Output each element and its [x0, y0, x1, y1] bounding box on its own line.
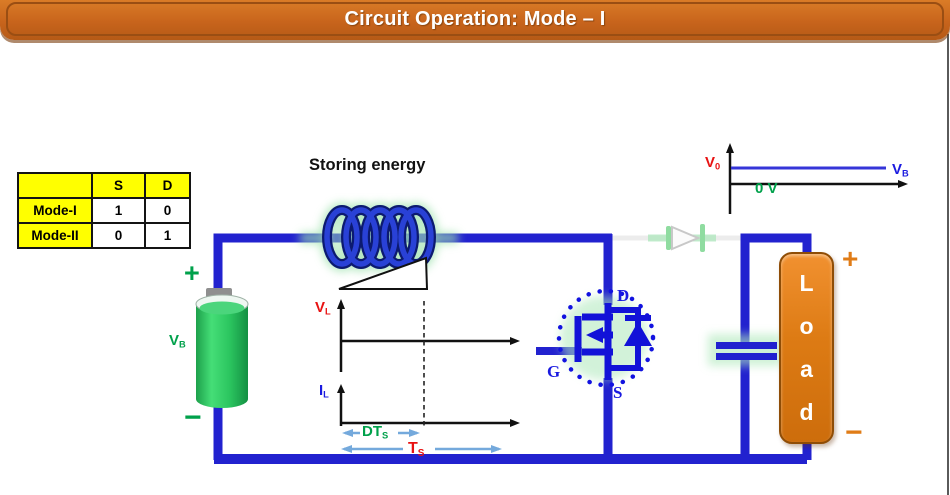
capacitor	[708, 334, 782, 366]
title-bar: Circuit Operation: Mode – I	[0, 0, 950, 40]
dts-span-arrow	[342, 429, 420, 437]
battery-vb-label: VB	[169, 332, 186, 350]
ts-label: TS	[408, 440, 425, 459]
battery-liquid	[199, 301, 245, 315]
storing-energy-label: Storing energy	[309, 156, 426, 174]
mode-table-header-row: S D	[17, 172, 191, 199]
load-letter: a	[800, 356, 813, 382]
wire-capacitor-to-load	[740, 233, 812, 346]
mode-1-label: Mode-I	[17, 197, 93, 224]
il-axis-label: IL	[319, 382, 329, 400]
v0-label: V0	[705, 154, 721, 172]
load-letter: L	[799, 270, 814, 296]
diode-anode-glow	[666, 226, 671, 250]
load-plus-sign: +	[842, 243, 859, 274]
mosfet-gate-label: G	[547, 362, 561, 381]
title-bar-border: Circuit Operation: Mode – I	[6, 2, 944, 36]
body-diode-triangle	[624, 322, 652, 346]
load-letter: d	[799, 399, 814, 425]
mosfet-source-label: S	[613, 383, 623, 402]
table-row-mode-2: Mode-II 0 1	[17, 222, 191, 249]
mosfet-dotted-circle	[556, 288, 656, 388]
diode-cathode-bar	[700, 224, 705, 252]
vb-output-label: VB	[892, 161, 909, 179]
diode-triangle	[671, 225, 701, 251]
load-block: L o a d	[779, 252, 834, 444]
table-row-mode-1: Mode-I 1 0	[17, 197, 191, 224]
mode-1-d-value: 0	[144, 197, 191, 224]
load-letter: o	[799, 313, 814, 339]
battery	[195, 288, 249, 408]
mosfet-drain-label: D	[617, 286, 630, 305]
capacitor-plate-bottom	[716, 353, 777, 360]
mosfet-arrow	[586, 327, 603, 343]
battery-body	[196, 304, 248, 399]
capacitor-plate-top	[716, 342, 777, 349]
mode-2-s-value: 0	[91, 222, 146, 249]
mode-table: S D Mode-I 1 0 Mode-II 0 1	[17, 172, 191, 249]
freewheel-diode	[648, 224, 716, 252]
vl-axis-label: VL	[315, 299, 331, 317]
battery-minus-sign: −	[184, 401, 202, 434]
mode-table-header-s: S	[91, 172, 146, 199]
ramp-triangle	[338, 256, 429, 290]
page-title: Circuit Operation: Mode – I	[344, 7, 606, 30]
mosfet	[556, 288, 656, 388]
load-minus-sign: −	[845, 416, 863, 449]
il-graph	[337, 384, 520, 427]
mode-2-d-value: 1	[144, 222, 191, 249]
mode-1-s-value: 1	[91, 197, 146, 224]
dts-label: DTS	[362, 423, 389, 441]
zero-volt-label: 0 V	[755, 180, 778, 197]
output-voltage-graph	[726, 143, 908, 214]
capacitor-glow	[708, 334, 782, 366]
vl-graph	[337, 299, 520, 372]
slide-right-edge	[947, 34, 949, 495]
mode-2-label: Mode-II	[17, 222, 93, 249]
battery-plus-sign: +	[184, 258, 200, 288]
mode-table-header-blank	[17, 172, 93, 199]
mode-table-header-d: D	[144, 172, 191, 199]
ts-span-arrow	[341, 445, 502, 453]
wire-battery-to-inductor	[213, 233, 612, 298]
